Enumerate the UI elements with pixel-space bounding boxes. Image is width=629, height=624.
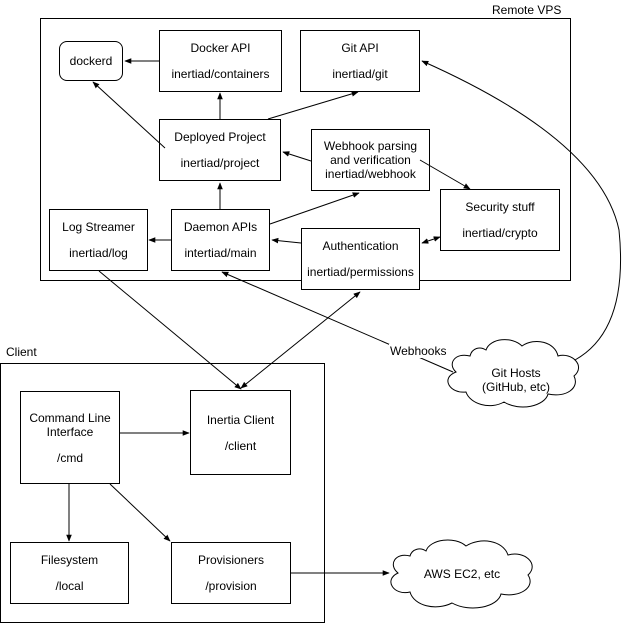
- deployed-project-package: inertiad/project: [180, 156, 260, 170]
- git-hosts-label: Git Hosts (GitHub, etc): [481, 366, 550, 394]
- security-node: Security stuff inertiad/crypto: [440, 189, 560, 251]
- daemon-apis-package: intertiad/main: [184, 246, 257, 260]
- deployed-project-node: Deployed Project inertiad/project: [159, 119, 281, 181]
- log-streamer-title: Log Streamer: [62, 220, 135, 234]
- deployed-project-title: Deployed Project: [174, 130, 266, 144]
- log-streamer-node: Log Streamer inertiad/log: [49, 209, 148, 271]
- provisioners-node: Provisioners /provision: [171, 542, 291, 604]
- log-streamer-package: inertiad/log: [69, 246, 128, 260]
- docker-api-node: Docker API inertiad/containers: [159, 30, 282, 92]
- docker-api-package: inertiad/containers: [171, 67, 270, 81]
- webhook-node: Webhook parsing and verification inertia…: [311, 129, 430, 191]
- git-api-package: inertiad/git: [332, 67, 388, 81]
- inertia-client-package: /client: [224, 438, 257, 453]
- cli-node: Command Line Interface /cmd: [20, 391, 120, 484]
- webhooks-edge-label: Webhooks: [389, 344, 448, 358]
- provisioners-title: Provisioners: [197, 553, 265, 567]
- daemon-apis-node: Daemon APIs intertiad/main: [171, 209, 270, 271]
- webhook-title: Webhook parsing and verification: [323, 139, 418, 167]
- dockerd-node: dockerd: [59, 41, 123, 81]
- git-api-node: Git API inertiad/git: [300, 30, 420, 92]
- remote-vps-label: Remote VPS: [492, 3, 562, 17]
- client-label: Client: [6, 345, 37, 359]
- authentication-package: inertiad/permissions: [307, 265, 414, 279]
- authentication-title: Authentication: [322, 239, 399, 253]
- cli-package: /cmd: [56, 450, 83, 465]
- security-title: Security stuff: [465, 200, 535, 214]
- provisioners-package: /provision: [205, 579, 257, 593]
- authentication-node: Authentication inertiad/permissions: [301, 228, 420, 290]
- inertia-client-title: Inertia Client: [206, 412, 275, 427]
- security-package: inertiad/crypto: [462, 226, 538, 240]
- daemon-apis-title: Daemon APIs: [183, 220, 258, 234]
- aws-label: AWS EC2, etc: [423, 567, 501, 581]
- git-api-title: Git API: [341, 41, 379, 55]
- filesystem-title: Filesystem: [40, 553, 99, 567]
- dockerd-title: dockerd: [69, 54, 113, 68]
- filesystem-node: Filesystem /local: [10, 542, 129, 604]
- inertia-client-node: Inertia Client /client: [190, 390, 291, 475]
- filesystem-package: /local: [55, 579, 84, 593]
- webhook-package: inertiad/webhook: [325, 167, 416, 181]
- cli-title: Command Line Interface: [29, 410, 111, 439]
- docker-api-title: Docker API: [190, 41, 251, 55]
